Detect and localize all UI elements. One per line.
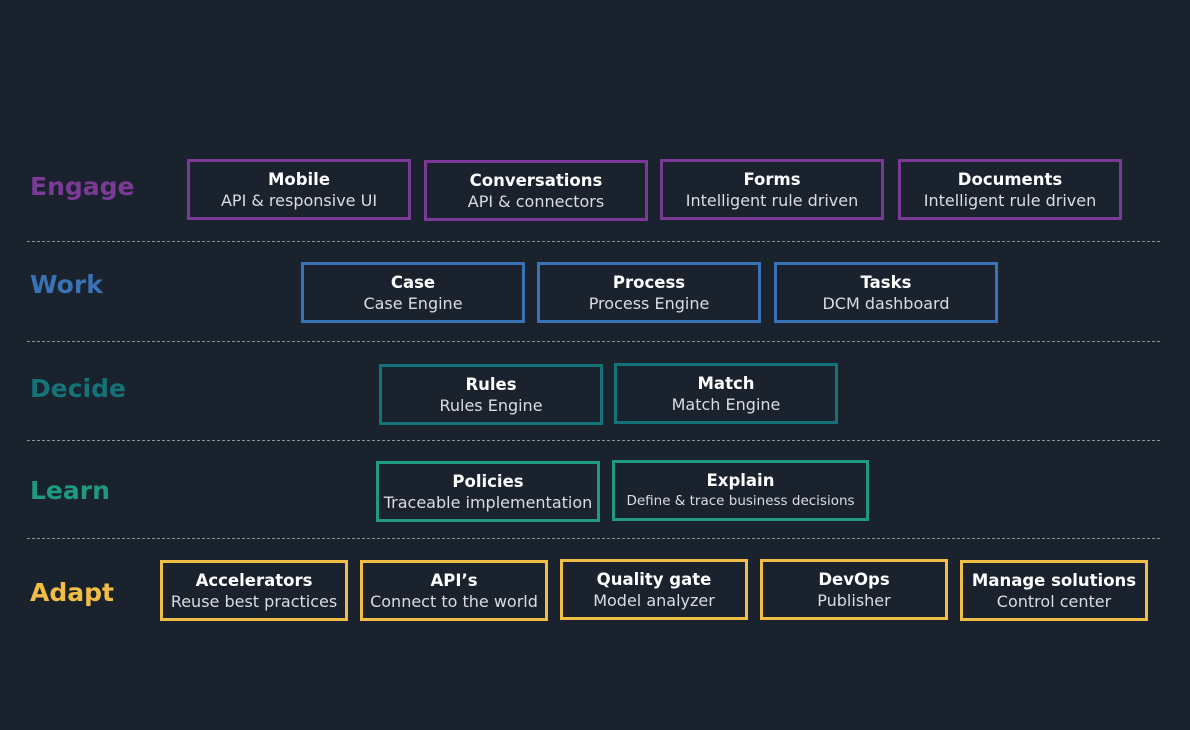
box-title: Tasks (860, 272, 912, 292)
box-subtitle: Connect to the world (370, 591, 538, 611)
box-match: Match Match Engine (614, 363, 838, 424)
box-documents: Documents Intelligent rule driven (898, 159, 1122, 220)
row-label-engage: Engage (30, 172, 135, 201)
row-label-decide: Decide (30, 374, 126, 403)
box-subtitle: Model analyzer (593, 590, 715, 610)
box-title: Conversations (469, 170, 603, 190)
box-subtitle: Define & trace business decisions (626, 492, 855, 509)
box-apis: API’s Connect to the world (360, 560, 548, 621)
box-subtitle: Process Engine (588, 293, 710, 313)
box-subtitle: Traceable implementation (383, 492, 593, 512)
box-title: Case (390, 272, 436, 292)
box-forms: Forms Intelligent rule driven (660, 159, 884, 220)
row-divider (27, 538, 1160, 539)
box-subtitle: Case Engine (363, 293, 463, 313)
box-explain: Explain Define & trace business decision… (612, 460, 869, 521)
box-subtitle: API & responsive UI (220, 190, 378, 210)
box-case: Case Case Engine (301, 262, 525, 323)
box-rules: Rules Rules Engine (379, 364, 603, 425)
row-label-adapt: Adapt (30, 578, 114, 607)
box-title: API’s (430, 570, 478, 590)
box-quality-gate: Quality gate Model analyzer (560, 559, 748, 620)
box-title: Documents (957, 169, 1063, 189)
box-subtitle: Intelligent rule driven (685, 190, 859, 210)
box-subtitle: API & connectors (467, 191, 605, 211)
box-subtitle: Control center (996, 591, 1112, 611)
box-title: DevOps (818, 569, 890, 589)
box-process: Process Process Engine (537, 262, 761, 323)
box-tasks: Tasks DCM dashboard (774, 262, 998, 323)
box-title: Rules (465, 374, 517, 394)
row-divider (27, 341, 1160, 342)
row-divider (27, 440, 1160, 441)
box-accelerators: Accelerators Reuse best practices (160, 560, 348, 621)
row-label-work: Work (30, 270, 103, 299)
box-manage-solutions: Manage solutions Control center (960, 560, 1148, 621)
box-title: Policies (452, 471, 524, 491)
box-subtitle: DCM dashboard (822, 293, 950, 313)
box-title: Forms (743, 169, 801, 189)
box-subtitle: Reuse best practices (170, 591, 338, 611)
box-subtitle: Match Engine (671, 394, 781, 414)
box-subtitle: Publisher (817, 590, 891, 610)
box-title: Mobile (267, 169, 331, 189)
box-title: Manage solutions (971, 570, 1137, 590)
box-conversations: Conversations API & connectors (424, 160, 648, 221)
box-devops: DevOps Publisher (760, 559, 948, 620)
row-divider (27, 241, 1160, 242)
box-policies: Policies Traceable implementation (376, 461, 600, 522)
box-title: Match (697, 373, 755, 393)
box-subtitle: Intelligent rule driven (923, 190, 1097, 210)
box-subtitle: Rules Engine (439, 395, 543, 415)
box-title: Quality gate (596, 569, 712, 589)
box-title: Accelerators (195, 570, 313, 590)
box-mobile: Mobile API & responsive UI (187, 159, 411, 220)
box-title: Explain (706, 470, 775, 490)
box-title: Process (612, 272, 686, 292)
row-label-learn: Learn (30, 476, 110, 505)
